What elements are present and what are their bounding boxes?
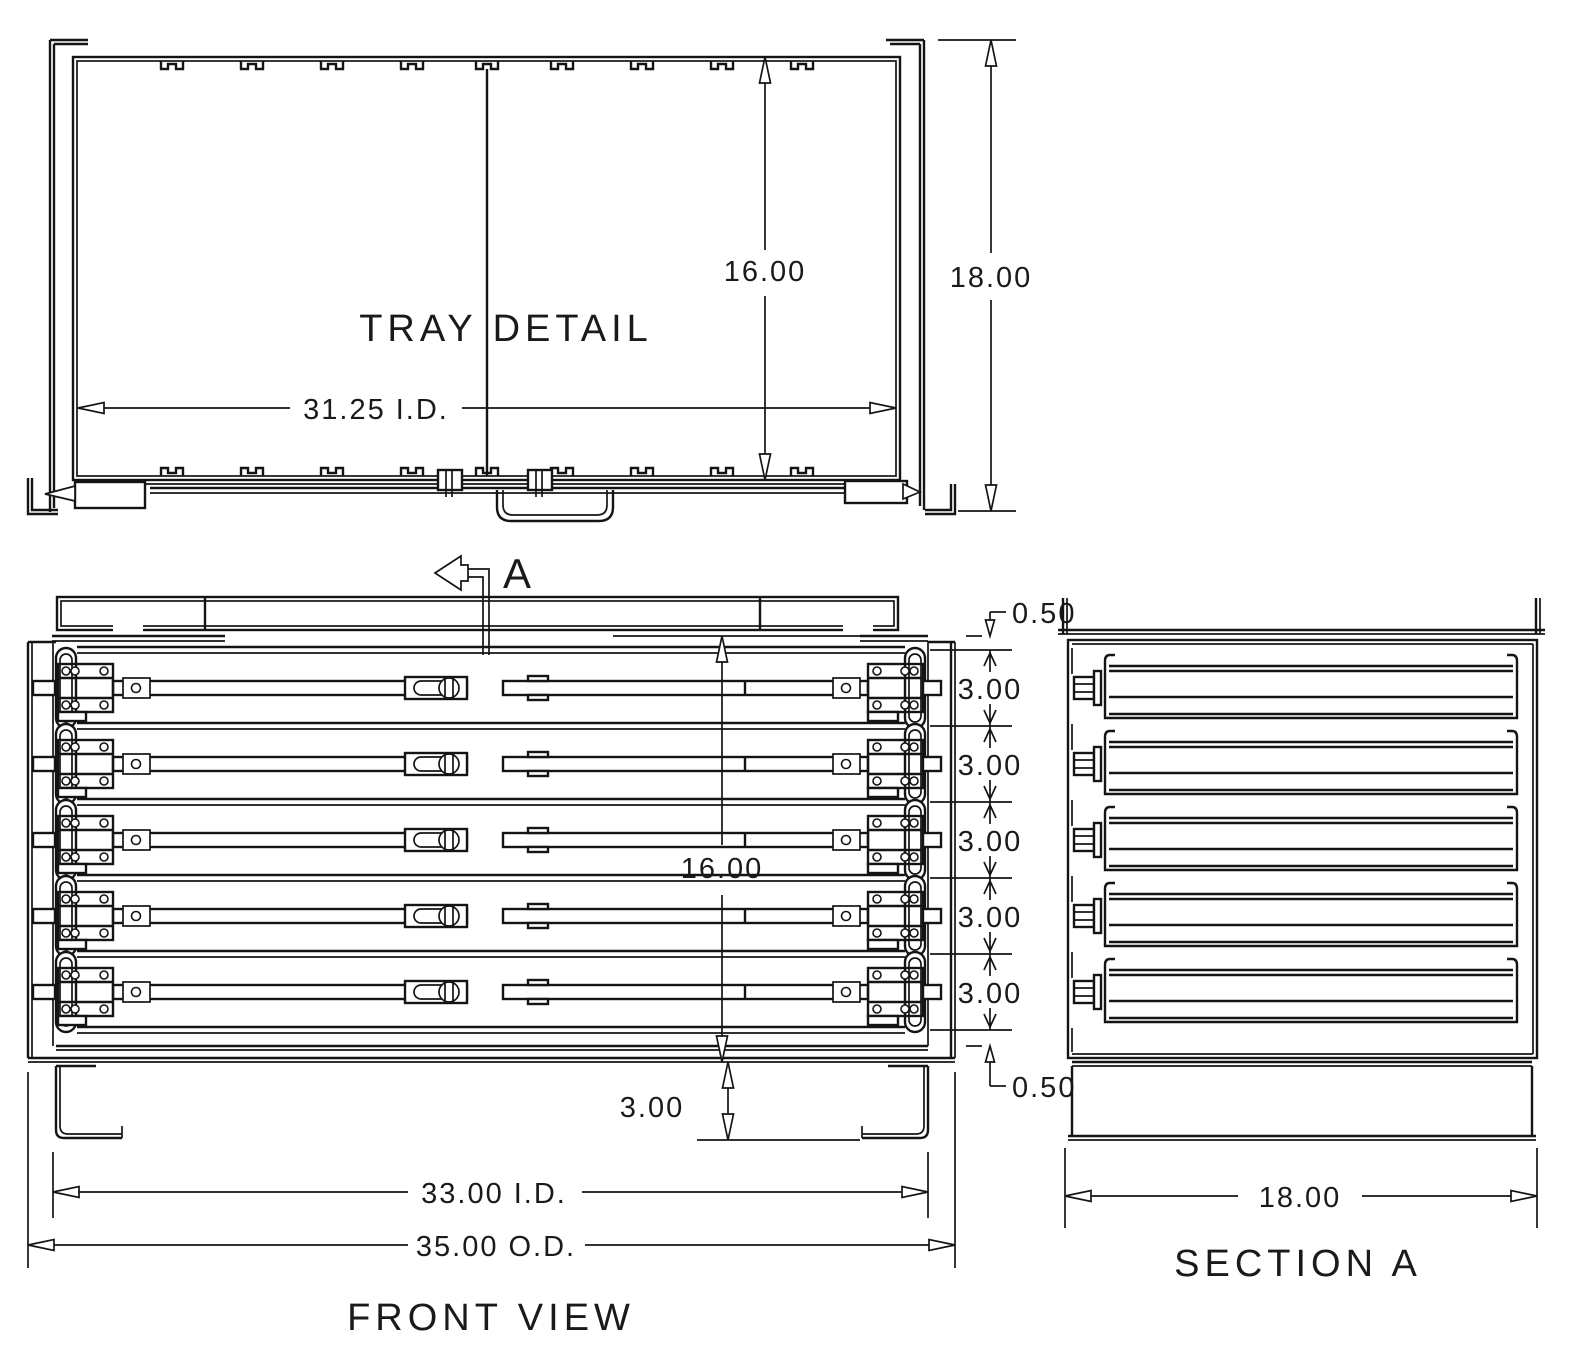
section-box	[1058, 598, 1545, 1060]
tray-slide-row	[31, 646, 943, 730]
tray-outer-brackets	[26, 38, 957, 516]
tray-slide-row	[31, 874, 943, 958]
dim-tray-spacing-4: 3.00	[958, 902, 1022, 934]
cabinet-feet	[54, 1064, 930, 1140]
dim-front-outer-width: 35.00 O.D.	[416, 1231, 576, 1263]
tray-slide-row	[31, 950, 943, 1034]
dim-leg-height: 3.00	[620, 1092, 684, 1124]
section-trays	[1072, 653, 1519, 1024]
dim-front-interior-height: 16.00	[681, 853, 764, 885]
dim-bottom-offset: 0.50	[1012, 1072, 1076, 1104]
dim-tray-spacing-1: 3.00	[958, 674, 1022, 706]
dim-section-outer-width-group: 18.00	[1064, 1148, 1538, 1228]
cabinet-frame	[26, 634, 956, 1063]
dim-tray-inner-width: 31.25 I.D.	[303, 394, 449, 426]
tray-cross-section	[1072, 729, 1519, 796]
section-a-view: 18.00 SECTION A	[1058, 598, 1545, 1285]
section-a-title: SECTION A	[1174, 1243, 1422, 1285]
dim-tray-outer-height: 18.00	[950, 262, 1033, 294]
dim-front-inner-width: 33.00 I.D.	[421, 1178, 567, 1210]
tray-cross-section	[1072, 881, 1519, 948]
tray-slide-assembly	[44, 468, 923, 523]
section-marker-label: A	[503, 550, 533, 597]
top-panel	[55, 595, 900, 632]
section-base	[1068, 1060, 1536, 1141]
tray-cross-section	[1072, 653, 1519, 720]
tray-slide-rows	[31, 646, 943, 1034]
tray-slide-row	[31, 722, 943, 806]
section-cut-arrow: A	[433, 550, 533, 655]
dim-tray-inner-height-group: 16.00	[724, 56, 807, 481]
front-view: A 16.00 3.00	[26, 550, 1076, 1339]
dim-bottom-offset-group: 0.50	[966, 1042, 1076, 1104]
dim-leg-height-group: 3.00	[620, 1061, 860, 1141]
dim-front-outer-width-group: 35.00 O.D.	[27, 1072, 956, 1268]
dim-front-inner-width-group: 33.00 I.D.	[52, 1152, 929, 1218]
dim-section-outer-width: 18.00	[1259, 1182, 1342, 1214]
dim-front-interior-height-group: 16.00	[613, 635, 885, 1063]
dim-tray-inner-width-group: 31.25 I.D.	[77, 394, 897, 426]
front-view-title: FRONT VIEW	[347, 1297, 635, 1339]
tray-handle	[495, 490, 615, 523]
dim-tray-spacing-stack: 3.00 3.00 3.00 3.00 3.00	[930, 649, 1022, 1031]
tray-cross-section	[1072, 957, 1519, 1024]
dim-tray-spacing-5: 3.00	[958, 978, 1022, 1010]
dim-tray-outer-height-group: 18.00	[938, 39, 1033, 512]
tray-slide-row	[31, 798, 943, 882]
tray-detail-view: 31.25 I.D. 16.00 18.00 TRAY DETAIL	[26, 38, 1033, 523]
dim-tray-spacing-2: 3.00	[958, 750, 1022, 782]
tray-cross-section	[1072, 805, 1519, 872]
dim-tray-spacing-3: 3.00	[958, 826, 1022, 858]
tray-detail-title: TRAY DETAIL	[359, 308, 653, 350]
dim-tray-inner-height: 16.00	[724, 256, 807, 288]
shelf-lines	[77, 645, 905, 1034]
